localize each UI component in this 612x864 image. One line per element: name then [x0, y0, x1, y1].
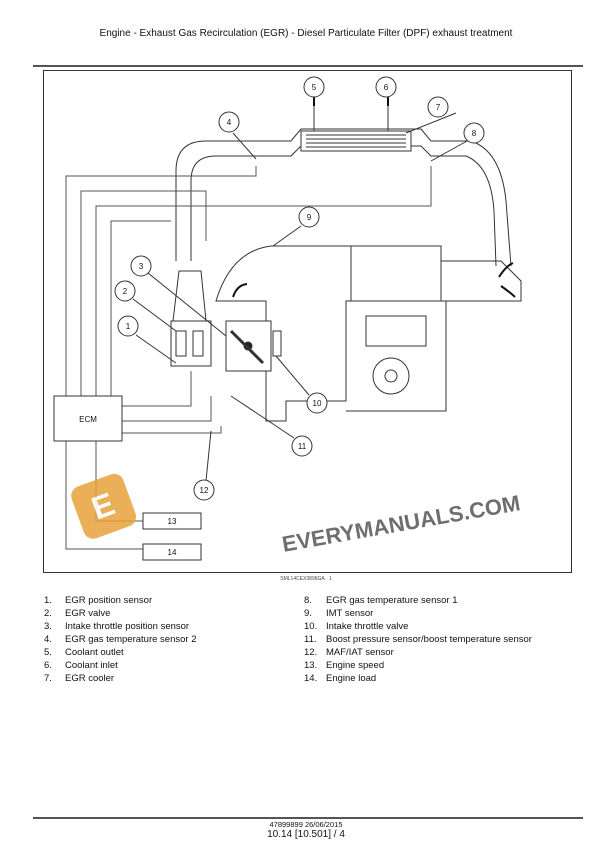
- callout-5: [303, 76, 325, 98]
- watermark-logo: [71, 473, 137, 539]
- egr-system-diagram: 1 2 3 4 5 6 7 8 9 10 11 12 ECM 13 14: [43, 70, 572, 573]
- page-number: 10.14 [10.501] / 4: [267, 829, 345, 840]
- engine-load-box: [142, 543, 202, 561]
- leader-lines: [132, 112, 468, 482]
- engine-speed-box: [142, 512, 202, 530]
- page-title: Engine - Exhaust Gas Recirculation (EGR)…: [99, 28, 513, 39]
- ecm-box: [53, 395, 123, 442]
- callout-4: [218, 111, 240, 133]
- callout-label: 12: [200, 486, 209, 495]
- legend-item: 8.EGR gas temperature sensor 1: [304, 595, 458, 606]
- callout-3: [130, 255, 152, 277]
- callout-9: [298, 206, 320, 228]
- figure-number: 1: [328, 576, 332, 582]
- footer-divider: [33, 817, 583, 819]
- egr-pipe: [175, 128, 512, 267]
- box-14-label: 14: [168, 548, 177, 557]
- legend-item: 4.EGR gas temperature sensor 2: [44, 634, 197, 645]
- callout-label: 4: [227, 118, 232, 127]
- legend-item: 9.IMT sensor: [304, 608, 374, 619]
- callout-label: 5: [312, 83, 317, 92]
- ecm-label: ECM: [79, 415, 97, 424]
- legend-item: 7.EGR cooler: [44, 673, 115, 684]
- callout-label: 7: [436, 103, 441, 112]
- callout-12: [193, 479, 215, 501]
- callout-label: 9: [307, 213, 312, 222]
- legend-right: 8.EGR gas temperature sensor 1 9.IMT sen…: [304, 594, 532, 685]
- callout-11: [291, 435, 313, 457]
- doc-number-date: 47899899 26/06/2015: [269, 820, 343, 829]
- legend-item: 6.Coolant inlet: [44, 660, 118, 671]
- egr-cooler: [300, 106, 412, 152]
- callout-1: [117, 315, 139, 337]
- watermark: E EVERYMANUALS.COM: [71, 473, 522, 557]
- legend-item: 2.EGR valve: [44, 608, 111, 619]
- box-13-label: 13: [168, 517, 177, 526]
- legend-item: 13.Engine speed: [304, 660, 385, 671]
- callout-label: 10: [313, 399, 322, 408]
- callout-label: 3: [139, 262, 144, 271]
- flow-arrows: [232, 97, 516, 298]
- figure-code: SML14CEX3896GA: [280, 576, 325, 582]
- legend-item: 10.Intake throttle valve: [304, 621, 409, 632]
- legend-item: 5.Coolant outlet: [44, 647, 124, 658]
- egr-valve: [170, 270, 212, 367]
- callout-label: 1: [126, 322, 131, 331]
- callout-2: [114, 280, 136, 302]
- callout-label: 2: [123, 287, 128, 296]
- figure-caption: SML14CEX3896GA 1: [0, 576, 612, 582]
- callout-8: [463, 122, 485, 144]
- wiring: [65, 166, 432, 550]
- callout-label: 11: [298, 442, 307, 451]
- callout-10: [306, 392, 328, 414]
- header-divider: [33, 65, 583, 67]
- callout-label: 6: [384, 83, 389, 92]
- watermark-text: EVERYMANUALS.COM: [280, 490, 522, 557]
- callout-7: [427, 96, 449, 118]
- intake-manifold: [215, 245, 352, 422]
- engine-block: [346, 245, 522, 412]
- legend-item: 3.Intake throttle position sensor: [44, 621, 190, 632]
- legend-item: 14.Engine load: [304, 673, 377, 684]
- callout-label: 8: [472, 129, 477, 138]
- legend-item: 1.EGR position sensor: [44, 595, 153, 606]
- callout-6: [375, 76, 397, 98]
- legend-item: 12.MAF/IAT sensor: [304, 647, 394, 658]
- legend-item: 11.Boost pressure sensor/boost temperatu…: [304, 634, 532, 645]
- legend-left: 1.EGR position sensor 2.EGR valve 3.Inta…: [44, 594, 196, 685]
